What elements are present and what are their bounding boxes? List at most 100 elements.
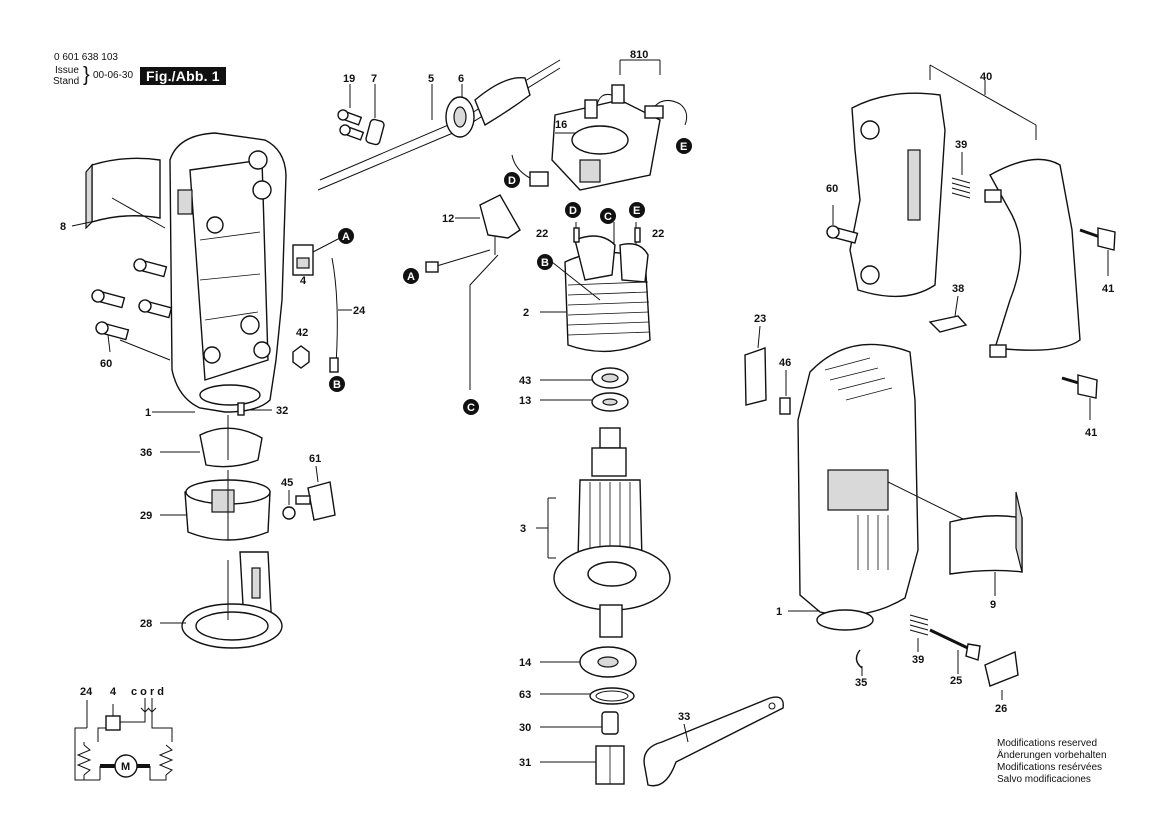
suppressor-12 [425, 194, 521, 390]
label-46: 46 [779, 357, 791, 369]
note-fr: Modifications resérvées [997, 762, 1103, 773]
connector-b-lower: B [329, 376, 345, 392]
circlip-63 [540, 687, 635, 705]
label-25: 25 [950, 675, 962, 687]
field-coil-2 [540, 222, 651, 353]
knob-61 [295, 465, 336, 521]
label-1-left: 1 [145, 407, 151, 419]
switch-4 [292, 237, 341, 276]
connector-a-upper: A [338, 228, 354, 244]
label-40: 40 [980, 71, 992, 83]
label-5: 5 [428, 73, 434, 85]
label-39-lower: 39 [912, 654, 924, 666]
schematic-label-cord: c o r d [131, 686, 164, 698]
svg-text:E: E [633, 205, 640, 217]
grommet-6 [445, 84, 475, 138]
note-de: Änderungen vorbehalten [997, 750, 1107, 761]
label-63: 63 [519, 689, 531, 701]
armature-3 [536, 427, 671, 638]
modification-notes: Modifications reserved Änderungen vorbeh… [997, 738, 1107, 786]
svg-text:B: B [541, 257, 549, 269]
housing-left [152, 132, 287, 413]
pin-22b [634, 227, 641, 243]
svg-text:E: E [680, 141, 687, 153]
svg-text:C: C [467, 402, 475, 414]
connector-b-upper: B [537, 254, 553, 270]
bearing-14 [540, 646, 637, 678]
part-number: 0 601 638 103 [54, 52, 118, 63]
connector-d-left: D [504, 172, 520, 188]
label-42: 42 [296, 327, 308, 339]
label-23: 23 [754, 313, 766, 325]
base-28 [160, 551, 283, 649]
label-38: 38 [952, 283, 964, 295]
label-30: 30 [519, 722, 531, 734]
svg-text:C: C [604, 211, 612, 223]
label-13: 13 [519, 395, 531, 407]
label-sheet-8 [71, 157, 166, 230]
carbon-brushes-810 [511, 59, 688, 187]
label-9: 9 [990, 599, 996, 611]
label-19: 19 [343, 73, 355, 85]
sleeve-29 [160, 470, 271, 541]
label-39-upper: 39 [955, 139, 967, 151]
label-7: 7 [371, 73, 377, 85]
screw-60-right [826, 205, 859, 244]
label-14: 14 [519, 657, 532, 669]
knob-41a [1079, 227, 1116, 276]
stand-label: Stand [53, 76, 80, 87]
label-2: 2 [523, 307, 529, 319]
connector-d-upper: D [565, 202, 581, 218]
wrench-33 [643, 696, 784, 787]
screws-60-left [91, 258, 173, 361]
label-31: 31 [519, 757, 531, 769]
label-29: 29 [140, 510, 152, 522]
issue-date: 00-06-30 [93, 70, 134, 81]
label-4: 4 [300, 275, 307, 287]
label-28: 28 [140, 618, 152, 630]
label-33: 33 [678, 711, 690, 723]
pin-22a [573, 227, 580, 243]
connector-e-upper: E [629, 202, 645, 218]
connector-c-upper: C [600, 208, 616, 224]
handle-40 [849, 64, 1081, 358]
label-24: 24 [353, 305, 366, 317]
spring-39b [909, 614, 929, 652]
spring-39a [951, 152, 971, 199]
motor-symbol: M [121, 761, 130, 773]
svg-text:D: D [569, 205, 577, 217]
label-32: 32 [276, 405, 288, 417]
spindle-30 [540, 711, 619, 735]
pin-25 [929, 628, 981, 674]
wiring-schematic: 24 4 c o r d M [74, 686, 174, 781]
svg-text:A: A [407, 271, 415, 283]
label-810: 810 [630, 49, 648, 61]
label-45: 45 [281, 477, 293, 489]
bearing-43 [540, 367, 629, 389]
label-3: 3 [520, 523, 526, 535]
label-8: 8 [60, 221, 66, 233]
cap-26 [984, 650, 1019, 700]
brush-holder-16 [551, 99, 661, 191]
connector-c-lower: C [463, 399, 479, 415]
spring-clip-36 [160, 415, 263, 468]
label-35: 35 [855, 677, 867, 689]
bearing-13 [540, 392, 629, 412]
brace: } [83, 64, 90, 86]
svg-text:D: D [508, 175, 516, 187]
label-sheet-9 [949, 491, 1023, 596]
washer-45 [282, 506, 296, 520]
schematic-label-4: 4 [110, 686, 117, 698]
label-6: 6 [458, 73, 464, 85]
connector-e-right: E [676, 138, 692, 154]
svg-text:B: B [333, 379, 341, 391]
pin-32 [237, 402, 245, 416]
screws-19 [337, 84, 365, 141]
note-es: Salvo modificaciones [997, 774, 1091, 785]
collet-nut-31 [540, 745, 625, 785]
label-22-right: 22 [652, 228, 664, 240]
label-12: 12 [442, 213, 454, 225]
spring-46 [779, 370, 791, 415]
label-36: 36 [140, 447, 152, 459]
